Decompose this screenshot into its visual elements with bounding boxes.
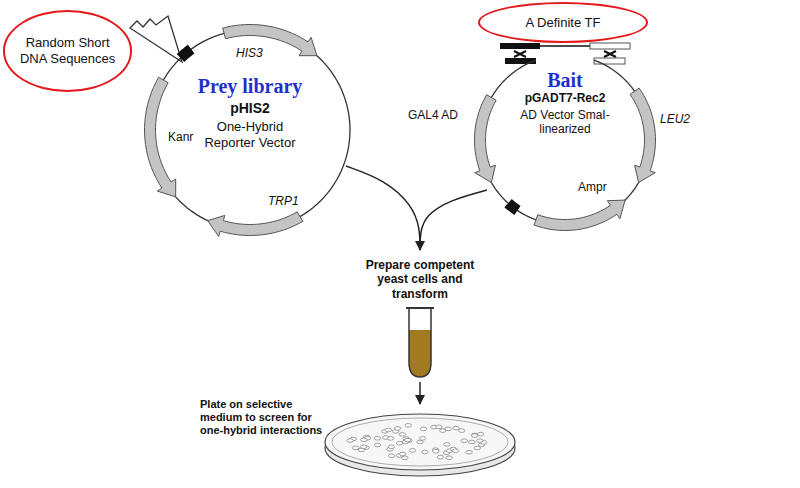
colonies xyxy=(347,424,487,460)
colony xyxy=(461,439,467,443)
colony xyxy=(466,450,472,454)
plasmid-outline xyxy=(460,35,670,245)
recombination-cross xyxy=(604,51,616,57)
colony xyxy=(388,445,394,449)
node-text: One-Hybrid Reporter Vector xyxy=(195,119,305,150)
insert-triangle xyxy=(130,16,182,62)
gene-label: LEU2 xyxy=(660,112,690,126)
gene-label: TRP1 xyxy=(268,194,299,208)
tube-rim xyxy=(406,307,434,309)
colony xyxy=(472,433,478,437)
colony xyxy=(469,440,475,444)
promoter-block xyxy=(504,199,520,215)
plasmid-role: Bait xyxy=(530,68,600,92)
merge-arrows xyxy=(346,166,487,250)
plasmid-backbone xyxy=(150,30,350,230)
colony xyxy=(360,445,366,449)
colony xyxy=(405,424,411,428)
step-arrow xyxy=(419,382,421,404)
step-label: Plate on selective medium to screen for … xyxy=(200,398,325,438)
promoter-block xyxy=(177,45,195,62)
colony xyxy=(374,436,380,440)
gene-label: Kanr xyxy=(168,130,193,144)
gene-label: GAL4 AD xyxy=(408,108,458,122)
highlight-ellipse: A Definite TF xyxy=(478,2,648,43)
colony xyxy=(361,438,367,442)
colony xyxy=(387,437,393,441)
colony xyxy=(452,449,458,453)
plasmid-role: Prey library xyxy=(180,74,320,98)
colony xyxy=(477,439,483,443)
colony xyxy=(474,446,480,450)
colony xyxy=(409,449,415,453)
petri-dish xyxy=(325,414,515,470)
colony xyxy=(458,429,464,433)
recombination-cross xyxy=(514,51,526,57)
colony xyxy=(420,427,426,431)
colony xyxy=(400,452,406,456)
tf-arm-left xyxy=(500,43,540,49)
colony xyxy=(417,440,423,444)
node-text: A Definite TF xyxy=(508,15,618,31)
colony xyxy=(446,456,452,460)
gene-arrow xyxy=(630,88,655,182)
gene-arrow xyxy=(475,95,497,183)
node-text: AD Vector SmaI-linearized xyxy=(510,108,620,137)
colony xyxy=(445,427,451,431)
colony xyxy=(433,449,439,453)
node-text: Random Short DNA Sequences xyxy=(20,35,116,66)
tube-liquid xyxy=(409,330,431,377)
colony xyxy=(395,427,401,431)
tube xyxy=(409,309,431,377)
colony xyxy=(422,450,428,454)
colony xyxy=(399,433,405,437)
node-text: pHIS2 xyxy=(210,100,290,117)
dish-inner-rim xyxy=(332,418,508,466)
colony xyxy=(388,454,394,458)
colony xyxy=(436,425,442,429)
vector-arm-right xyxy=(594,58,625,64)
colony xyxy=(453,426,459,430)
merge-arrow xyxy=(346,166,420,250)
plasmid-circle: BaitpGADT7-Rec2 AD Vector SmaI-linearized xyxy=(480,55,650,225)
tf-gene-line xyxy=(540,45,590,47)
colony xyxy=(437,455,443,459)
colony xyxy=(472,434,478,438)
colony xyxy=(405,438,411,442)
highlight-ellipse: Random Short DNA Sequences xyxy=(3,10,132,91)
colony xyxy=(374,443,380,447)
merge-arrow xyxy=(420,190,487,250)
colony xyxy=(477,432,483,436)
gene-arrow xyxy=(534,200,625,230)
colony xyxy=(347,439,353,443)
colony xyxy=(419,437,425,441)
node-text: pGADT7-Rec2 xyxy=(510,91,620,105)
step-label: Prepare competent yeast cells and transf… xyxy=(350,258,490,301)
tf-arm-right xyxy=(590,43,630,49)
gene-label: HIS3 xyxy=(236,46,263,60)
gene-label: Ampr xyxy=(578,180,607,194)
gene-arrow xyxy=(208,212,303,237)
vector-arm-left xyxy=(505,58,536,64)
colony xyxy=(385,428,391,432)
colony xyxy=(352,446,358,450)
colony xyxy=(444,443,450,447)
